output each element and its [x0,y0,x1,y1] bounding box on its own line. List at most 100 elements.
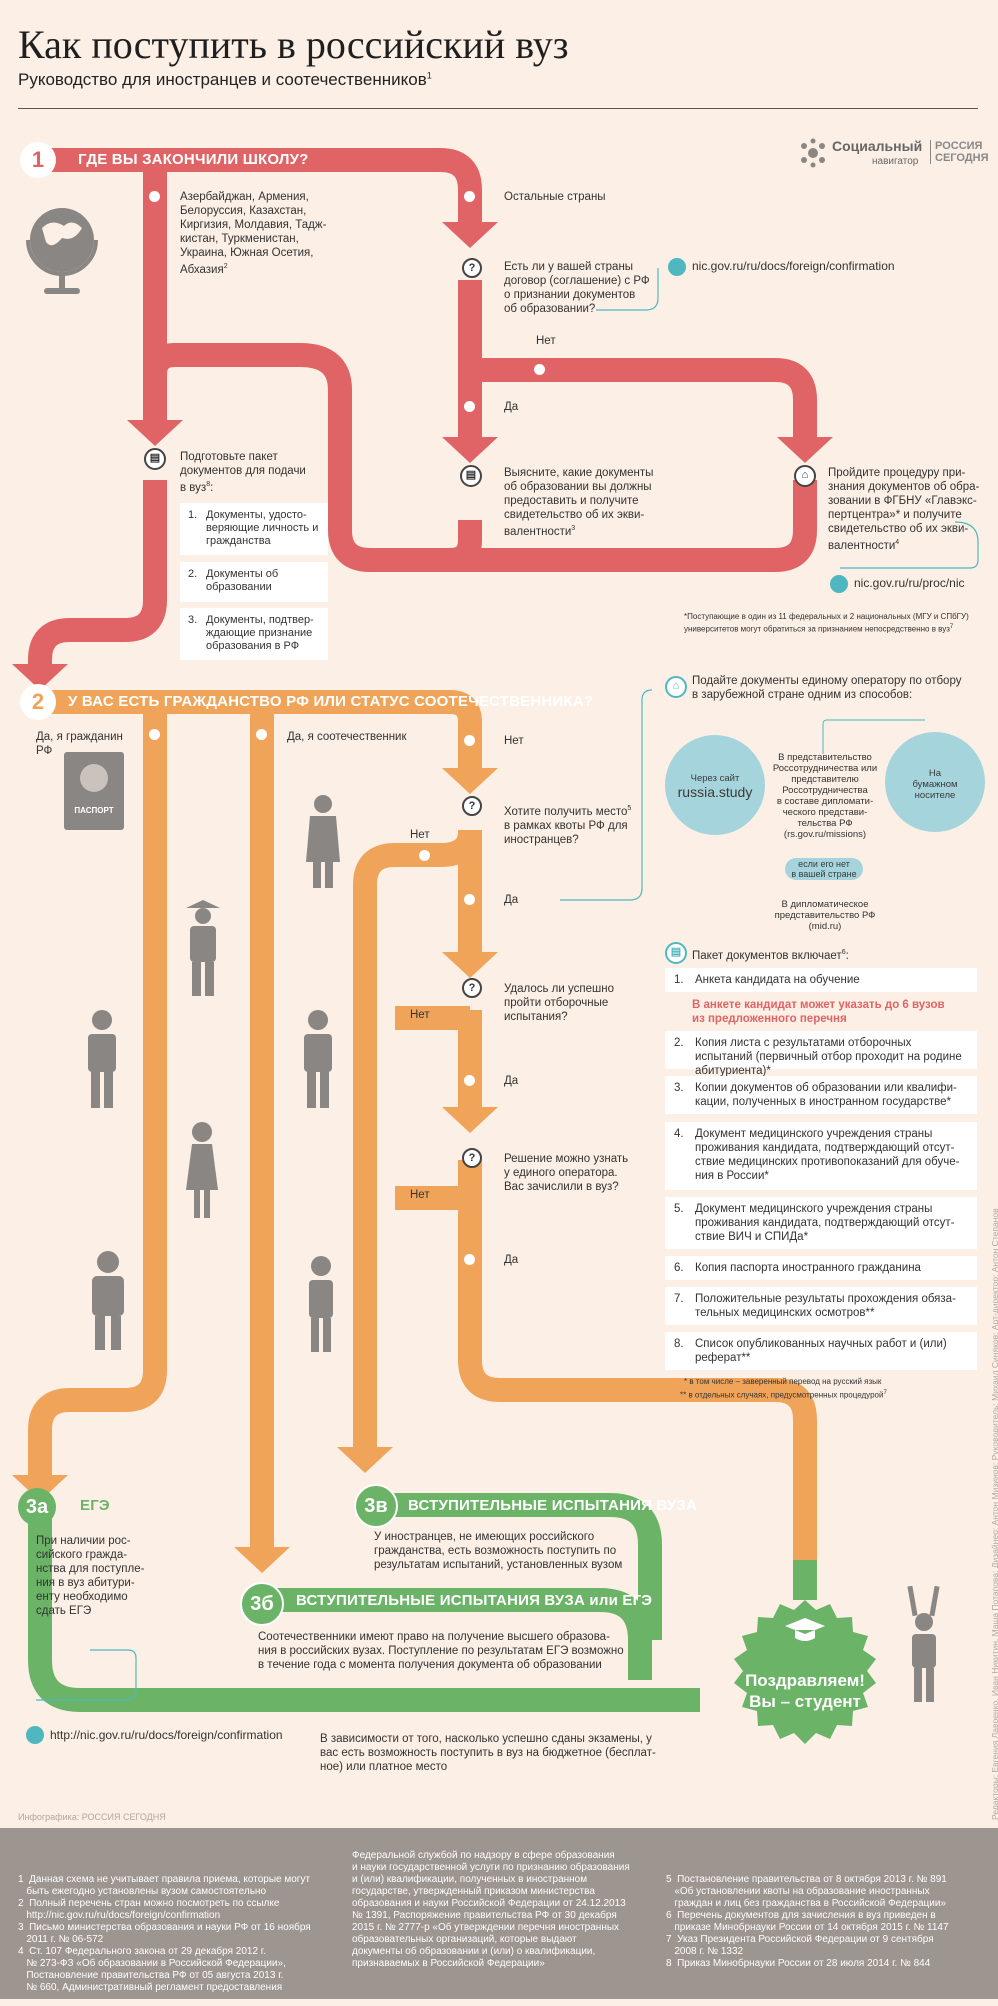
orange-arrow-5 [442,1107,498,1133]
step-3b-badge: 3б [240,1582,284,1626]
package-item: 3.Копии документов об образовании или кв… [665,1076,977,1114]
document-icon: ▤ [144,448,166,470]
orange-arrow-4 [442,952,498,978]
passport-icon: ПАСПОРТ [64,752,124,830]
orange-yes [458,1160,817,1560]
red-arrow-4 [777,437,833,463]
question-icon: ? [462,258,482,278]
question-icon: ? [462,978,482,998]
red-arrow-2 [127,420,183,446]
path-dot [419,850,430,861]
path-dot [149,191,160,202]
countries-list: Азербайджан, Армения,Белоруссия, Казахст… [180,191,327,276]
site-link[interactable]: russia.study [677,784,753,800]
package-item: 4.Документ медицинского учреждения стран… [665,1122,977,1190]
footnotes-col1: 1 Данная схема не учитывает правила прие… [18,1874,311,1993]
step-3b-text: Соотечественники имеют право на получени… [258,1631,624,1671]
link-confirmation[interactable]: nic.gov.ru/ru/docs/foreign/confirmation [692,259,895,273]
path-dot [149,729,160,740]
path-dot [464,1254,475,1265]
orange-citizen [28,702,167,1478]
person-icon [306,795,340,888]
credits-side: Редакторы: Евгения Лавренко, Иван Никити… [990,1208,998,1820]
package-title: Пакет документов включает6: [692,949,849,962]
step-3v-badge: 3в [354,1484,398,1528]
step-3a-badge: 3а [18,1488,56,1526]
institution-icon: ⌂ [794,465,816,487]
orange-arrow-3 [234,1547,290,1573]
orange-main [40,690,482,770]
logo-brand: РОССИЯ СЕГОДНЯ [930,140,988,164]
link-icon [668,258,686,276]
person-icon [92,1251,124,1350]
no-label: Нет [504,735,524,747]
path-dot [464,401,475,412]
footnotes-col2: Федеральной службой по надзору в сфере о… [352,1850,630,1969]
package-item: 1.Анкета кандидата на обучение [665,968,977,992]
step-3a-title: ЕГЭ [80,1497,110,1514]
package-note-1: * в том числе – заверенный перевод на ру… [684,1377,882,1386]
path-dot [464,1075,475,1086]
divider [18,108,978,109]
step-3b-title: ВСТУПИТЕЛЬНЫЕ ИСПЫТАНИЯ ВУЗА или ЕГЭ [296,1592,653,1609]
orange-no1 [353,830,482,1450]
doc-item: 3.Документы, подтвер-ждающие признание о… [180,608,328,660]
red-main [40,148,482,225]
link-icon [26,1726,44,1744]
red-arrow-3 [442,437,498,463]
congrats-badge [734,1600,876,1744]
package-item: 2.Копия листа с результатами отборочных … [665,1031,977,1077]
procedure-text: Пройдите процедуру при-знания документов… [828,467,980,552]
congrats-text: Поздравляем!Вы – студент [745,1671,865,1711]
path-dot [464,735,475,746]
cheering-person-icon [907,1586,940,1702]
red-return [28,480,167,672]
doc-item: 1.Документы, удосто-веряющие личность и … [180,503,328,555]
warning-text: В анкете кандидат может указать до 6 вуз… [692,999,945,1025]
submit-text: Подайте документы единому оператору по о… [692,675,962,701]
final-text: В зависимости от того, насколько успешно… [320,1733,656,1773]
step-1-badge: 1 [20,142,56,178]
step-2-title: У ВАС ЕСТЬ ГРАЖДАНСТВО РФ ИЛИ СТАТУС СОО… [68,693,594,710]
document-icon: ▤ [460,465,482,487]
orange-arrow-1 [442,768,498,794]
connector-line [822,719,925,754]
path-dot [534,364,545,375]
path-dot [464,191,475,202]
logo-name: Социальный [832,138,923,154]
link-icon [830,575,848,593]
document-icon: ▤ [665,942,687,964]
link-ege[interactable]: http://nic.gov.ru/ru/docs/foreign/confir… [50,1728,283,1742]
link-nic-proc[interactable]: nic.gov.ru/ru/proc/nic [854,576,965,590]
page-title: Как поступить в российский вуз [18,22,569,67]
no-label: Нет [410,1189,430,1201]
compatriot-label: Да, я соотечественник [287,731,407,743]
path-dot [464,894,475,905]
footnotes-panel [0,1828,998,1999]
step-1-title: ГДЕ ВЫ ЗАКОНЧИЛИ ШКОЛУ? [78,151,309,168]
no-label: Нет [410,1009,430,1021]
page-subtitle: Руководство для иностранцев и соотечеств… [18,70,432,89]
footnotes-col3: 5 Постановление правительства от 8 октяб… [666,1874,949,1969]
red-bottom [143,343,817,572]
package-item: 5.Документ медицинского учреждения стран… [665,1197,977,1249]
orange-arrow-6 [337,1447,393,1473]
person-icon [309,1256,333,1352]
site-option[interactable]: Через сайт russia.study [665,735,765,835]
green-3v [365,1493,662,1640]
other-countries: Остальные страны [504,191,606,203]
path-dot [256,729,267,740]
package-item: 8.Список опубликованных научных работ и … [665,1332,977,1370]
person-icon [88,1010,116,1108]
